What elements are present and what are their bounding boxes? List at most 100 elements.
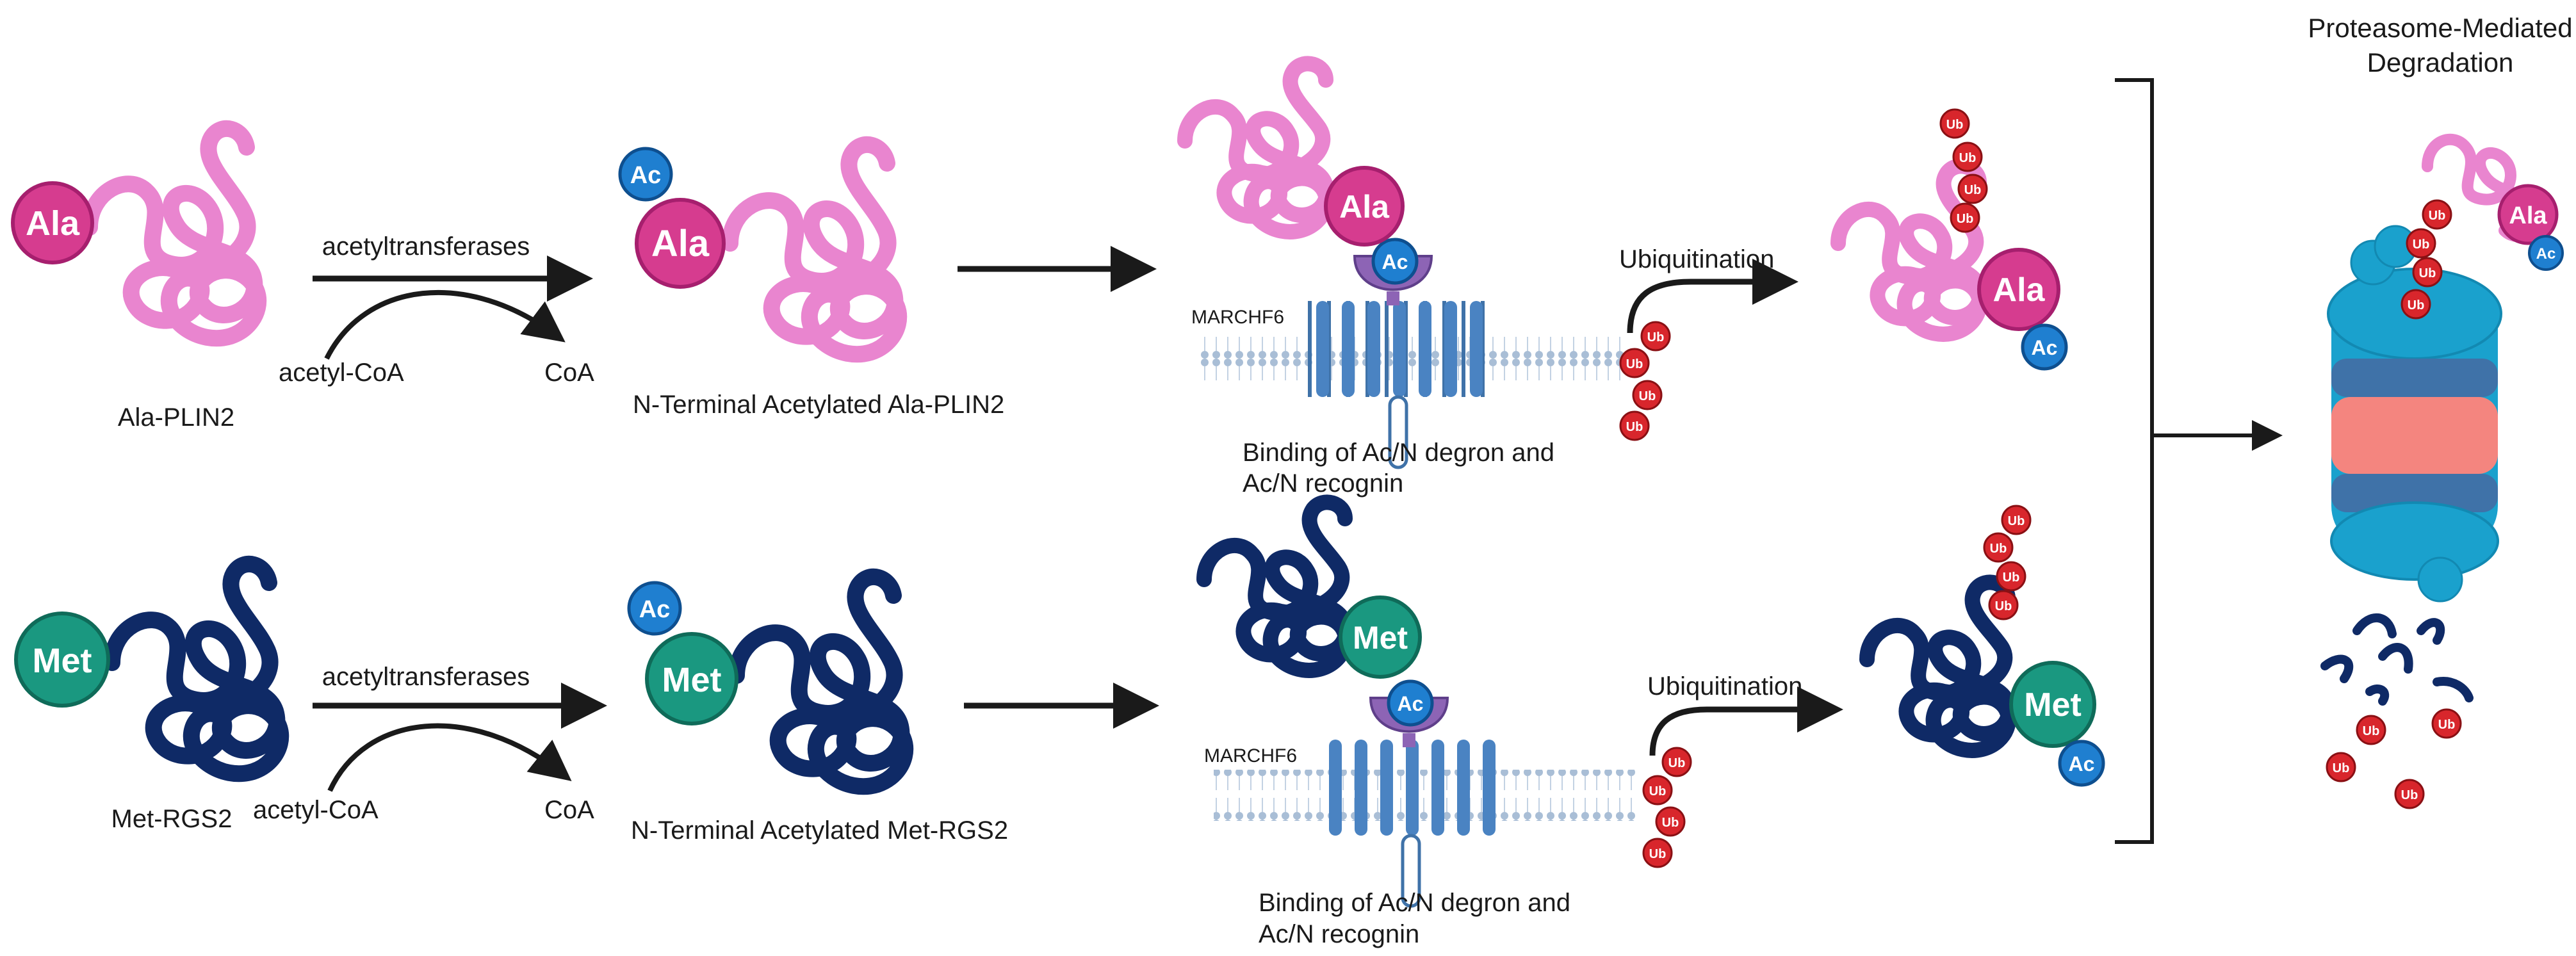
ubiquitination-label-bottom: Ubiquitination [1647, 672, 1802, 701]
ubiquitin-chain-proteasome: Ub Ub Ub Ub [2401, 199, 2452, 320]
membrane-bilayer-bottom [1214, 770, 1636, 821]
enzyme-label-bottom: acetyltransferases [322, 663, 530, 691]
ala-badge-text: Ala [1993, 271, 2046, 309]
ala-badge-text: Ala [26, 204, 80, 243]
receptor-label-top: MARCHF6 [1191, 307, 1284, 328]
binding-caption-bottom-1: Binding of Ac/N degron and [1259, 889, 1570, 917]
outcome-title-line1: Proteasome-Mediated [2308, 13, 2572, 43]
ub-text: Ub [1626, 357, 1643, 371]
ub-text: Ub [2419, 266, 2436, 280]
ubiquitination-arrow-top [1627, 259, 1798, 334]
met-residue-badge-ub: Met [2009, 661, 2096, 748]
met-badge-text: Met [662, 661, 722, 699]
ub-text: Ub [1649, 847, 1667, 861]
marchf6-helices-top [1316, 301, 1483, 469]
ub-text: Ub [2408, 298, 2425, 312]
ala-residue-badge-ub: Ala [1977, 248, 2060, 331]
ubiquitin-chain-free-bottom: Ub Ub Ub Ub [1642, 747, 1692, 868]
enzyme-label-top: acetyltransferases [322, 232, 530, 261]
ub-text: Ub [1662, 816, 1679, 830]
acetyl-group-icon: Ac [2021, 323, 2068, 371]
cofactor-out-label-bottom: CoA [544, 796, 594, 824]
ala-plin2-protein [81, 120, 267, 347]
acetyl-text: Ac [630, 162, 662, 189]
ub-text: Ub [1995, 599, 2012, 613]
acetyl-group-icon: Ac [2058, 740, 2105, 787]
met-residue-badge: Met [14, 612, 110, 708]
receptor-label-bottom: MARCHF6 [1204, 745, 1297, 766]
acetyl-text: Ac [639, 596, 671, 623]
binding-caption-top-2: Ac/N recognin [1243, 469, 1403, 498]
acetyl-group-icon: Ac [618, 147, 673, 202]
ala-plin2-acetylated-protein [722, 136, 908, 363]
ub-text: Ub [1946, 118, 1964, 132]
ub-text: Ub [2401, 788, 2418, 802]
substrate-entering-proteasome: Ala Ac [2422, 133, 2564, 271]
acetyl-group-icon: Ac [1371, 238, 1419, 285]
ub-text: Ub [1668, 756, 1686, 770]
ala-plin2-bound-protein [1177, 56, 1335, 239]
met-rgs2-protein [104, 555, 289, 782]
ub-text: Ub [2413, 238, 2430, 252]
acetyl-text: Ac [1398, 692, 1424, 715]
ub-text: Ub [2008, 514, 2025, 528]
ub-text: Ub [1649, 784, 1667, 798]
cofactor-in-label-top: acetyl-CoA [279, 359, 404, 387]
binding-caption-top-1: Binding of Ac/N degron and [1243, 439, 1554, 467]
ub-text: Ub [1647, 330, 1665, 344]
ub-text: Ub [2333, 761, 2350, 775]
ubiquitin-chain-attached-bottom: Ub Ub Ub Ub [1983, 505, 2032, 620]
ub-text: Ub [2003, 571, 2020, 585]
marchf6-helices-bottom [1329, 740, 1496, 908]
ub-text: Ub [1964, 183, 1982, 197]
acetyl-group-icon: Ac [627, 581, 682, 636]
ub-text: Ub [1626, 420, 1643, 434]
ubiquitin-chain-attached-top: Ub Ub Ub Ub [1939, 108, 1988, 233]
ubiquitination-label-top: Ubiquitination [1619, 245, 1774, 273]
met-residue-badge-bound: Met [1339, 595, 1422, 679]
cofactor-arrow-bottom [327, 723, 572, 792]
acetyl-text: Ac [2032, 336, 2058, 359]
convergence-bracket [2115, 78, 2154, 844]
substrate-label-met-rgs2: Met-RGS2 [111, 805, 232, 833]
acetyl-text: Ac [2536, 245, 2556, 263]
substrate-label-ala-plin2: Ala-PLIN2 [118, 403, 234, 432]
acetyl-text: Ac [1382, 250, 1408, 273]
met-badge-text: Met [2024, 686, 2082, 724]
ub-text: Ub [2363, 724, 2380, 738]
ala-residue-badge-acetylated: Ala [635, 198, 726, 289]
met-rgs2-bound-protein [1196, 494, 1354, 678]
product-label-met-rgs2: N-Terminal Acetylated Met-RGS2 [631, 816, 1008, 845]
met-badge-text: Met [33, 642, 92, 680]
cofactor-in-label-bottom: acetyl-CoA [253, 796, 379, 824]
cofactor-arrow-top [324, 289, 566, 360]
ala-badge-text: Ala [1339, 189, 1390, 225]
membrane-bilayer-top [1201, 332, 1624, 383]
ub-text: Ub [1959, 151, 1977, 165]
met-residue-badge-acetylated: Met [645, 632, 738, 725]
binding-caption-bottom-2: Ac/N recognin [1259, 920, 1419, 948]
ala-badge-text: Ala [651, 223, 710, 264]
ala-residue-badge: Ala [11, 181, 94, 264]
ubiquitin-chain-free-top: Ub Ub Ub Ub [1619, 321, 1671, 441]
ub-text: Ub [2438, 718, 2456, 732]
ub-text: Ub [1639, 389, 1656, 403]
proteasome-complex [2327, 225, 2502, 603]
met-badge-text: Met [1353, 620, 1408, 656]
degraded-fragments [2320, 613, 2474, 706]
product-label-ala-plin2: N-Terminal Acetylated Ala-PLIN2 [633, 391, 1004, 419]
acetyl-group-icon: Ac [1387, 679, 1434, 727]
ub-text: Ub [1990, 542, 2007, 556]
met-rgs2-acetylated-protein [728, 568, 914, 795]
cofactor-out-label-top: CoA [544, 359, 594, 387]
ub-text: Ub [2429, 209, 2446, 223]
ubiquitination-arrow-bottom [1649, 686, 1843, 756]
ala-badge-text: Ala [2509, 202, 2547, 229]
outcome-title-line2: Degradation [2367, 47, 2514, 77]
met-rgs2-ubiquitinated-protein [1859, 574, 2017, 758]
acetyl-text: Ac [2069, 752, 2095, 775]
released-ubiquitin: Ub Ub Ub Ub [2326, 708, 2462, 809]
ub-text: Ub [1957, 212, 1974, 226]
ala-residue-badge-bound: Ala [1324, 166, 1405, 247]
